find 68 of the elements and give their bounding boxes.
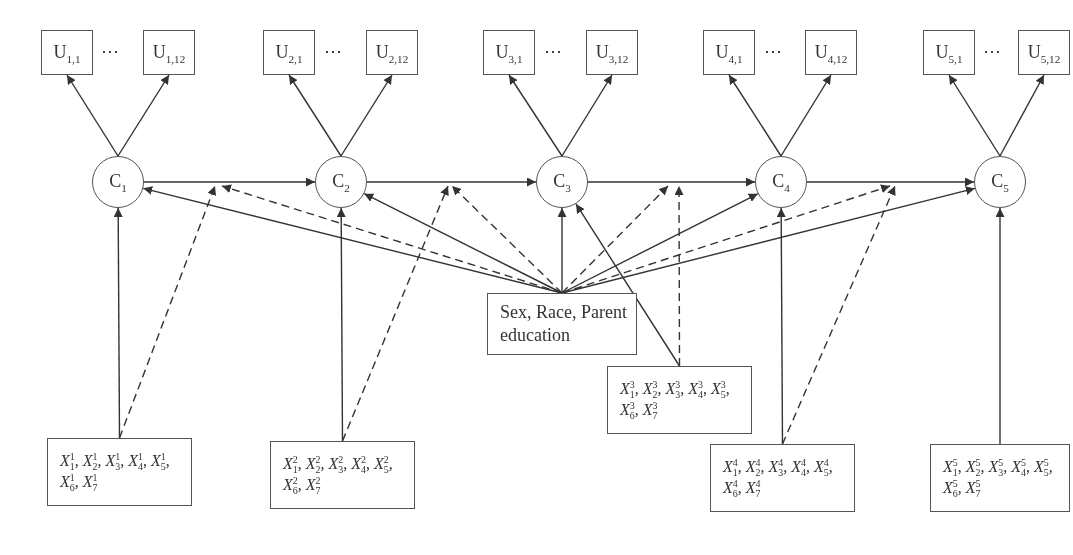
arrow	[117, 74, 170, 157]
arrow	[340, 74, 393, 157]
variable-label: C$_{2}$	[332, 170, 350, 194]
arrow	[999, 74, 1045, 157]
ellipsis: ⋯	[544, 40, 563, 62]
variable-box	[270, 441, 415, 509]
variable-box	[703, 30, 755, 75]
arrow	[776, 207, 786, 445]
ellipsis: ⋯	[101, 40, 120, 62]
variable-box	[930, 444, 1070, 512]
variable-box	[483, 30, 535, 75]
variable-box	[47, 438, 192, 506]
arrow	[948, 74, 1001, 157]
variable-label: C$_{5}$	[991, 170, 1009, 194]
arrow	[780, 74, 832, 157]
dashed-arrow	[118, 185, 216, 439]
variable-label: U$_{1,1}$	[53, 40, 81, 65]
ellipsis: ⋯	[983, 40, 1002, 62]
ellipsis: ⋯	[324, 40, 343, 62]
dashed-arrow	[451, 185, 563, 294]
variable-label: C$_{4}$	[772, 170, 790, 194]
arrow	[366, 177, 537, 187]
variable-label: U$_{2,1}$	[275, 40, 303, 65]
arrow	[557, 207, 567, 294]
dashed-arrow	[561, 185, 669, 294]
variable-box	[41, 30, 93, 75]
variable-box	[487, 293, 637, 355]
arrow	[995, 207, 1005, 445]
latent-variable-circle	[755, 156, 807, 208]
variable-box	[586, 30, 638, 75]
dashed-arrow	[674, 185, 684, 367]
variable-label: U$_{3,12}$	[595, 40, 629, 65]
variable-label: U$_{2,12}$	[375, 40, 409, 65]
latent-variable-circle	[92, 156, 144, 208]
variable-label: U$_{4,12}$	[814, 40, 848, 65]
variable-box	[143, 30, 195, 75]
variable-box	[263, 30, 315, 75]
variable-label: C$_{1}$	[109, 170, 127, 194]
dashed-arrow	[781, 185, 896, 445]
arrow	[587, 177, 756, 187]
variable-box	[607, 366, 752, 434]
variable-box	[805, 30, 857, 75]
arrow	[66, 74, 119, 157]
variable-box	[1018, 30, 1070, 75]
variable-label: C$_{3}$	[553, 170, 571, 194]
arrow	[728, 74, 782, 157]
variable-label: U$_{4,1}$	[715, 40, 743, 65]
arrow	[575, 203, 681, 367]
variable-label: Sex, Race, Parent education	[500, 300, 628, 347]
latent-variable-circle	[315, 156, 367, 208]
variable-label: U$_{3,1}$	[495, 40, 523, 65]
arrow	[561, 74, 613, 157]
arrow	[143, 177, 316, 187]
ellipsis: ⋯	[764, 40, 783, 62]
variable-label: U$_{5,12}$	[1027, 40, 1061, 65]
variable-label: U$_{5,1}$	[935, 40, 963, 65]
arrow	[113, 207, 123, 439]
variable-label: U$_{1,12}$	[152, 40, 186, 65]
variable-box	[923, 30, 975, 75]
arrow	[288, 74, 342, 157]
dashed-arrow	[341, 185, 449, 442]
variable-box	[710, 444, 855, 512]
variable-box	[366, 30, 418, 75]
latent-variable-circle	[974, 156, 1026, 208]
arrow	[508, 74, 563, 157]
latent-variable-circle	[536, 156, 588, 208]
arrow	[806, 177, 975, 187]
arrow	[336, 207, 346, 442]
